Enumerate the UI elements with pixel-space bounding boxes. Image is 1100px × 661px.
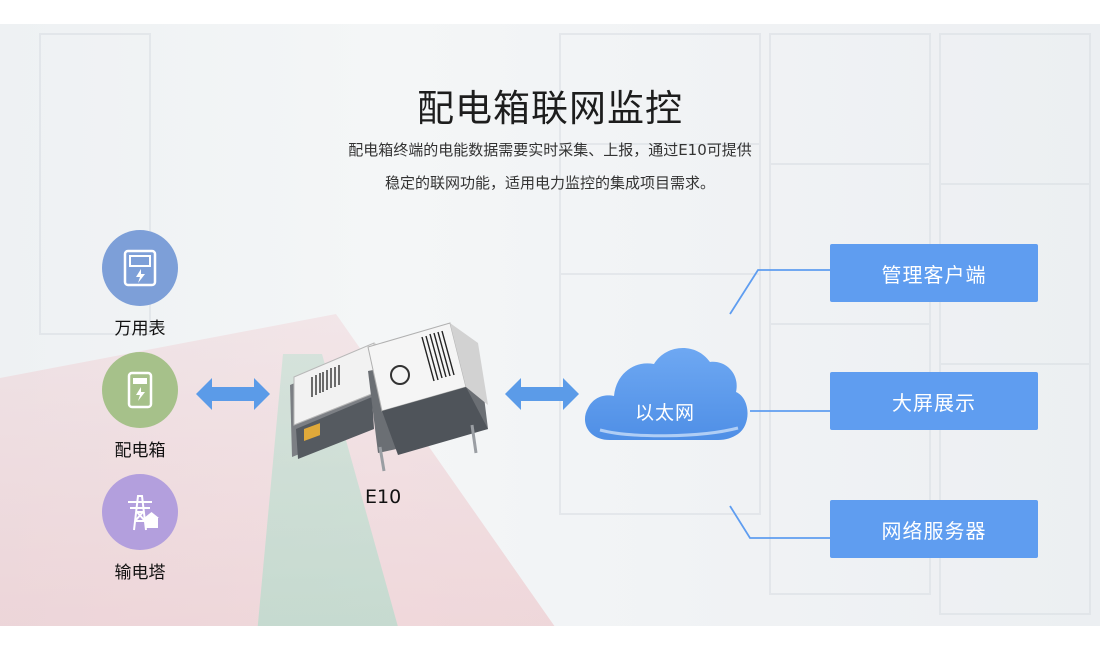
output-network-server: 网络服务器: [830, 500, 1038, 558]
device-label: 万用表: [114, 319, 166, 339]
cloud-label: 以太网: [634, 402, 695, 424]
page-title: 配电箱联网监控: [417, 87, 683, 130]
output-label: 大屏展示: [892, 390, 976, 415]
double-arrow-icon: [196, 378, 270, 410]
output-management-client: 管理客户端: [830, 244, 1038, 302]
banner: 配电箱联网监控 配电箱终端的电能数据需要实时采集、上报，通过E10可提供 稳定的…: [0, 24, 1100, 626]
transmission-tower-icon: [102, 474, 178, 550]
double-arrow-icon: [505, 378, 579, 410]
module-label: E10: [365, 486, 402, 508]
device-label: 配电箱: [114, 441, 166, 461]
cloud-icon: [584, 347, 748, 440]
output-large-screen: 大屏展示: [830, 372, 1038, 430]
device-distribution-box: 配电箱: [100, 352, 180, 461]
distribution-box-icon: [102, 352, 178, 428]
e10-module-icon: [290, 322, 488, 472]
meter-icon: [102, 230, 178, 306]
output-label: 管理客户端: [881, 262, 987, 287]
background-cabinets: [39, 33, 1091, 615]
description-line-2: 稳定的联网功能，适用电力监控的集成项目需求。: [384, 174, 715, 192]
description-line-1: 配电箱终端的电能数据需要实时采集、上报，通过E10可提供: [348, 141, 752, 159]
connector-lines: [729, 269, 832, 539]
device-transmission-tower: 输电塔: [100, 474, 180, 583]
output-label: 网络服务器: [881, 518, 987, 543]
device-label: 输电塔: [114, 563, 166, 583]
device-multimeter: 万用表: [100, 230, 180, 339]
